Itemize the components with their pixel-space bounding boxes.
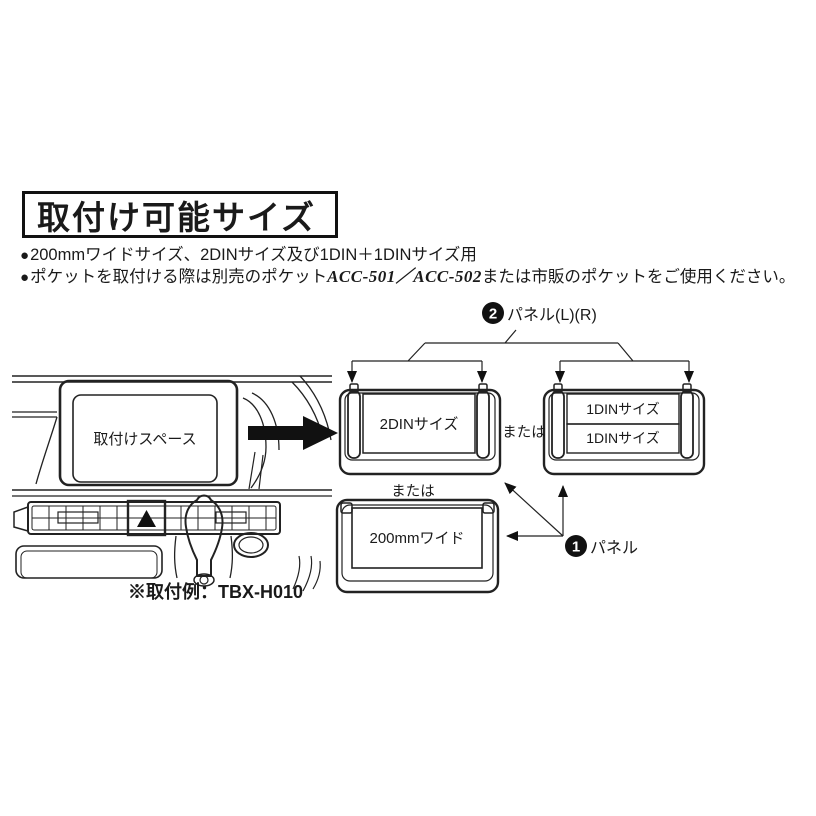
callout-2-leader-lines — [352, 329, 689, 362]
section-title: 取付け可能サイズ — [37, 198, 317, 236]
panel-2din-recess — [344, 392, 496, 461]
bullet-1-text: 200mmワイドサイズ、2DINサイズ及び1DIN＋1DINサイズ用 — [30, 246, 477, 264]
hazard-triangle-icon — [137, 510, 156, 527]
vent-left-cap — [13, 506, 29, 532]
panel-200mm-recess — [341, 504, 494, 582]
panel-200mm-outline — [335, 498, 500, 594]
cup-holder — [233, 532, 269, 558]
panel-1din-1din: 1DINサイズ 1DINサイズ — [542, 383, 706, 476]
panel-1din-unit-bottom — [566, 423, 680, 454]
cup-holder-inner — [238, 536, 264, 554]
right-arrow-icon — [248, 416, 338, 450]
panel-200mm-unit-box — [351, 507, 483, 569]
shifter-base-center — [199, 575, 209, 585]
bullet-2-suffix: または市販のポケットをご使用ください。 — [481, 268, 796, 286]
panel-1din-outline — [542, 388, 706, 476]
panel-2din-unit-box — [362, 393, 476, 454]
dash-pillar-curve — [251, 392, 280, 451]
circled-2-number: 2 — [489, 306, 497, 323]
vent-louver — [57, 511, 99, 524]
or-label-below-2din: または — [391, 483, 435, 500]
panel-2din: 2DINサイズ — [338, 383, 502, 476]
circled-1-icon — [565, 535, 587, 557]
panel-1din-recess — [548, 392, 700, 461]
shifter-base — [193, 573, 215, 587]
dashboard-illustration: 取付けスペース ※取付例：TBX-H010 — [12, 375, 332, 602]
vent-grid-lines — [48, 506, 267, 530]
bullet-icon: ● — [20, 269, 30, 286]
callout-panel: 1 パネル — [504, 482, 638, 557]
tray-inner — [20, 550, 158, 579]
panel-1din-rail-left — [551, 390, 565, 459]
panel-2din-rail-right — [476, 390, 490, 459]
install-example-caption: ※取付例：TBX-H010 — [128, 581, 303, 602]
panel-1din-top-label: 1DINサイズ — [586, 401, 659, 417]
dash-hatch-curves — [292, 555, 321, 592]
section-title-box: 取付け可能サイズ — [22, 191, 338, 238]
vent-louver — [215, 511, 247, 524]
callout-1-label: パネル — [590, 539, 638, 557]
shifter-boot-lines — [173, 535, 234, 579]
panel-1din-tab-right — [682, 383, 692, 393]
callout-2-label: パネル(L)(R) — [507, 306, 597, 324]
pocket-model-numbers: ACC-501／ACC-502 — [327, 267, 482, 286]
or-label-between-panels: または — [502, 424, 546, 441]
circled-1-number: 1 — [572, 539, 580, 556]
bullet-icon: ● — [20, 247, 30, 264]
panel-200mm: 200mmワイド — [335, 498, 500, 594]
circled-2-icon — [482, 302, 504, 324]
install-space-screen — [72, 394, 218, 483]
callout-1-arrow-to-2din — [504, 482, 564, 537]
bullet-list: ●200mmワイドサイズ、2DINサイズ及び1DIN＋1DINサイズ用 ●ポケッ… — [20, 245, 810, 288]
panel-1din-rail-right — [680, 390, 694, 459]
panel-1din-tab-left — [553, 383, 563, 393]
install-space-label: 取付けスペース — [93, 431, 196, 448]
display-unit-outline — [58, 379, 239, 487]
panel-2din-tab-right — [478, 383, 488, 393]
bullet-line-2: ●ポケットを取付ける際は別売のポケットACC-501／ACC-502または市販の… — [20, 266, 810, 288]
bullet-2-prefix: ポケットを取付ける際は別売のポケット — [30, 268, 328, 286]
hazard-button — [126, 499, 167, 537]
panel-2din-label: 2DINサイズ — [380, 416, 459, 433]
panel-2din-outline — [338, 388, 502, 476]
panel-2din-tab-left — [349, 383, 359, 393]
dash-contour-lines — [248, 451, 264, 490]
dash-pillar-curve — [242, 397, 267, 489]
panel-1din-bottom-label: 1DINサイズ — [586, 430, 659, 446]
panel-200mm-tab-right — [482, 502, 495, 514]
panel-2din-rail-left — [347, 390, 361, 459]
bullet-line-1: ●200mmワイドサイズ、2DINサイズ及び1DIN＋1DINサイズ用 — [20, 245, 810, 266]
callout-panel-lr: 2 パネル(L)(R) — [347, 302, 694, 383]
dash-left-curve — [35, 416, 58, 485]
gear-shifter — [184, 494, 224, 577]
panel-200mm-label: 200mmワイド — [369, 530, 464, 547]
